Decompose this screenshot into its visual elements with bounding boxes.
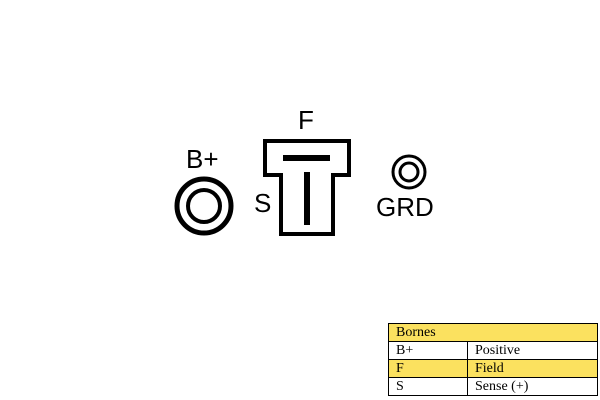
ground-terminal-icon: [391, 154, 427, 190]
b-plus-label: B+: [186, 144, 219, 174]
legend-description: Field: [467, 359, 598, 378]
legend-row: F Field: [388, 359, 598, 378]
ground-label: GRD: [376, 192, 434, 222]
legend-description: Positive: [467, 341, 598, 360]
sense-label: S: [254, 188, 271, 218]
field-label: F: [298, 105, 314, 135]
legend-code: S: [388, 377, 468, 396]
legend-row: B+ Positive: [388, 341, 598, 360]
terminal-legend-table: Bornes B+ Positive F Field S Sense (+): [388, 323, 598, 396]
legend-title: Bornes: [388, 323, 598, 342]
legend-code: B+: [388, 341, 468, 360]
legend-description: Sense (+): [467, 377, 598, 396]
field-connector-icon: [263, 139, 351, 236]
b-plus-terminal-icon: [174, 176, 234, 236]
legend-header-row: Bornes: [388, 323, 598, 342]
legend-code: F: [388, 359, 468, 378]
legend-row: S Sense (+): [388, 377, 598, 396]
